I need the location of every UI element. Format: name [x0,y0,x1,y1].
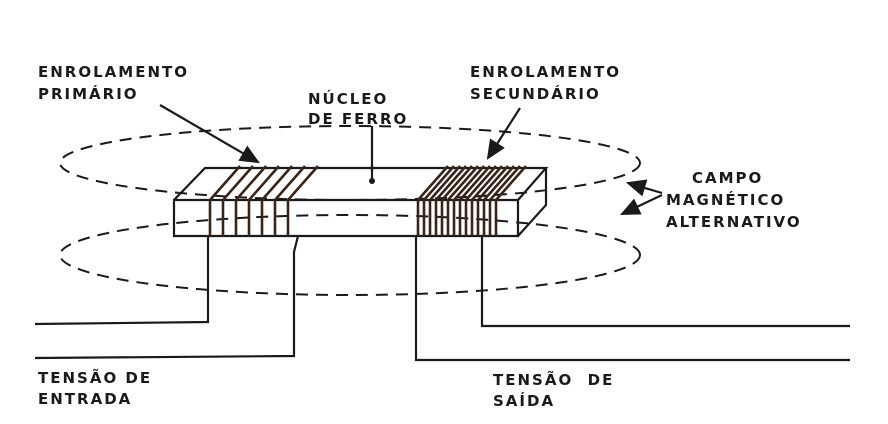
iron-core [172,166,549,238]
primary-coil-turn [221,165,254,236]
primary-arrow [159,104,260,164]
primary-coil-label-line1: ENROLAMENTO [38,63,189,81]
secondary-coil-label-line2: SECUNDÁRIO [470,84,601,103]
secondary-coil-turn [416,165,449,236]
secondary-coil-turn [482,165,515,236]
magnetic-field-label-line3: ALTERNATIVO [666,213,802,231]
magnetic-field-label-line1: CAMPO [692,169,763,187]
primary-lead-1 [34,236,210,326]
secondary-coil-label-line1: ENROLAMENTO [470,63,621,81]
secondary-coil-turn [494,165,527,236]
field-arrow-upper [625,179,663,197]
secondary-coil-turn [464,165,497,236]
magnetic-field-upper-loop [59,125,641,201]
output-voltage-label-line2: SAÍDA [493,391,555,410]
secondary-coil-turn [422,165,455,236]
magnetic-field-label-line2: MAGNÉTICO [666,190,785,209]
secondary-arrow [486,107,521,160]
core-pointer-dot [369,178,375,184]
primary-coil-turn [273,165,306,236]
core-label-line1: NÚCLEO [308,89,388,108]
secondary-coil-turn [446,165,479,236]
primary-coil-turn [208,165,241,236]
magnetic-field-lower-loop [59,214,641,296]
primary-lead-2 [34,235,300,360]
secondary-coil-turn [428,165,461,236]
secondary-lead-1 [414,236,850,362]
secondary-coil [416,165,527,236]
primary-coil-turn [247,165,280,236]
field-arrow-lower [620,194,663,215]
primary-coil-turn [234,165,267,236]
primary-coil-turn [286,165,319,236]
secondary-coil-turn [440,165,473,236]
secondary-coil-turn [470,165,503,236]
primary-coil [208,165,319,236]
input-voltage-label-line2: ENTRADA [38,390,132,408]
output-voltage-label-line1: TENSÃO DE [493,370,614,389]
primary-coil-turn [260,165,293,236]
secondary-coil-turn [488,165,521,236]
secondary-coil-turn [434,165,467,236]
secondary-lead-2 [480,236,850,328]
input-voltage-label-line1: TENSÃO DE [38,368,152,387]
secondary-coil-turn [458,165,491,236]
secondary-coil-turn [452,165,485,236]
primary-coil-label-line2: PRIMÁRIO [38,84,139,103]
core-label-line2: DE FERRO [308,110,408,128]
secondary-coil-turn [476,165,509,236]
